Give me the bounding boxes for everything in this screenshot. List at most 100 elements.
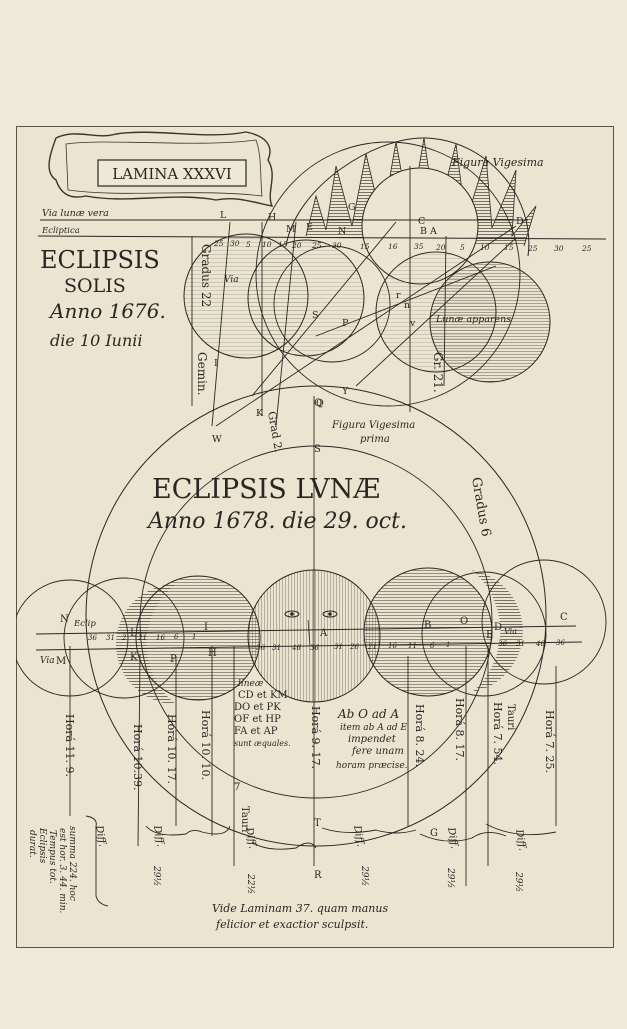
note2-line: impendet (348, 734, 397, 745)
solar-via-label: Via (224, 275, 239, 285)
hour-label: Horá 10. 10. (199, 710, 212, 780)
note2-line: item ab A ad E (340, 723, 408, 733)
lunar-scale-number: 21 (367, 643, 377, 651)
lunar-point-letter: P (170, 654, 177, 665)
hour-label: Horá 7. 25. (543, 710, 556, 773)
lunar-verticals (69, 396, 557, 886)
solar-point-letter: W (212, 434, 222, 445)
lunar-figura-label: Figura Vigesima (331, 420, 415, 431)
solar-scale-number: 30 (554, 244, 564, 253)
lunar-point-letter: N (60, 614, 69, 625)
lunar-point-letter: M (56, 656, 66, 667)
side-note-line: summa 224. hoc (67, 826, 77, 901)
diff-value: 29½ (151, 865, 162, 886)
solar-scale-number: 25 (527, 244, 538, 253)
solar-point-letter: B (420, 226, 427, 237)
via-lunae-label: Via lunæ vera (42, 208, 109, 219)
note-line: sunt æquales. (234, 739, 291, 748)
lunar-scale-number: 31 (272, 644, 281, 652)
side-note: summa 224. hoc est hor. 3. 44. min. Temp… (27, 826, 77, 914)
lunar-point-letter: A (319, 628, 328, 639)
plate-svg: LAMINA XXXVI Figura Vigesima Via lunæ ve… (16, 126, 614, 948)
lunar-eclip-label: Eclip (73, 619, 96, 629)
diff-value: 29½ (513, 871, 524, 892)
solar-point-letter: P (342, 318, 349, 329)
solar-point-letter: D (516, 216, 524, 227)
solar-scale-number: 30 (230, 239, 240, 248)
lunar-point-letter: O (460, 616, 468, 627)
lunar-point-letter: G (430, 828, 438, 839)
solar-scale-number: 5 (460, 243, 465, 252)
note2-line: fere unam (351, 746, 404, 757)
note-line: OF et HP (234, 714, 281, 725)
hour-label: Horá 8. 17. (453, 698, 466, 761)
lunar-scale-number: 31 (516, 640, 525, 648)
lunar-scale-number: 11 (408, 642, 417, 650)
lunar-scale-number: 36 (556, 639, 565, 647)
lunar-point-letter: L (130, 628, 137, 639)
solar-scale-number: 20 (291, 241, 302, 250)
solar-point-letter: Y (341, 386, 349, 397)
solar-verticals (191, 166, 517, 427)
cartouche-title: LAMINA XXXVI (112, 165, 232, 183)
lunar-point-letter: H (208, 648, 217, 659)
lunar-scale-number: 1 (192, 633, 196, 641)
solar-scale-number: 25 (213, 239, 224, 248)
lunar-scale-number: 1 (446, 641, 450, 649)
solar-scale-number: 30 (332, 241, 342, 250)
lunar-note-equal: lineæ CD et KM DO et PK OF et HP FA et A… (234, 679, 291, 748)
lunar-via-label: Via (40, 656, 55, 666)
hour-labels: Horá 11. 9. Horá 10.39. Horá 10. 17. Hor… (63, 698, 556, 832)
diff-brackets (85, 815, 557, 907)
note2-line: horam præcise. (336, 761, 408, 771)
hour-label: Horá 7. 54. (491, 702, 504, 765)
diff-label: Diff. (445, 826, 460, 850)
luna-apparens-label: Lunæ apparens (435, 314, 511, 325)
lunar-scale-number: 21 (137, 634, 147, 642)
note-line: FA et AP (234, 726, 278, 737)
lunar-note-hour: Ab O ad A item ab A ad E impendet fere u… (336, 707, 408, 771)
solar-scale-number: 25 (311, 241, 322, 250)
diff-value: 29½ (445, 867, 456, 888)
solar-point-letter: M (286, 224, 296, 235)
lunar-scale-number: 26 (349, 643, 359, 651)
solar-scale-number: 25 (581, 244, 592, 253)
lunar-via-line (35, 641, 583, 651)
diff-value: 22½ (245, 873, 256, 894)
lunar-tauri-small: Via (504, 627, 517, 636)
solar-point-letter: G (348, 202, 356, 213)
diff-label: Diff. (243, 826, 258, 850)
diff-label: Diff. (513, 828, 528, 852)
lunar-point-letter: B (424, 620, 431, 631)
lunar-scale-number: 31 (334, 643, 343, 651)
lunar-point-letter: R (314, 870, 322, 881)
solar-scale-number: 15 (360, 242, 370, 251)
diff-label: Diff. (351, 824, 366, 848)
solar-point-letter: r (396, 290, 401, 301)
lunar-scale-number: 36 (88, 634, 97, 642)
tauri-label: Tauri (505, 704, 516, 730)
note-line: lineæ (238, 679, 264, 689)
lunar-outer-circle (85, 385, 547, 847)
solar-point-letter: K (256, 408, 264, 419)
solar-point-letter: E (306, 222, 313, 233)
diff-label: Diff. (151, 824, 166, 848)
hour-label: Horá 9. 17. (309, 706, 322, 769)
lunar-point-letter: T (314, 818, 321, 829)
lunar-scale-number: 31 (106, 634, 115, 642)
solar-gradus-label: Gradus 22 (199, 244, 213, 307)
solar-point-letter: Q (316, 398, 324, 409)
side-note-line: Tempus tot. (47, 830, 57, 884)
lunar-ecliptic-line (35, 625, 577, 635)
solar-point-letter: H (268, 212, 276, 223)
solar-point-letter: N (338, 226, 346, 237)
lunar-scale-number: 6 (430, 642, 435, 650)
lunar-point-letter: 7 (234, 782, 240, 793)
solar-scale-number: 10 (262, 240, 272, 249)
lunar-scale-number: 36 (256, 644, 265, 652)
lunar-scale-number: 16 (388, 642, 397, 650)
